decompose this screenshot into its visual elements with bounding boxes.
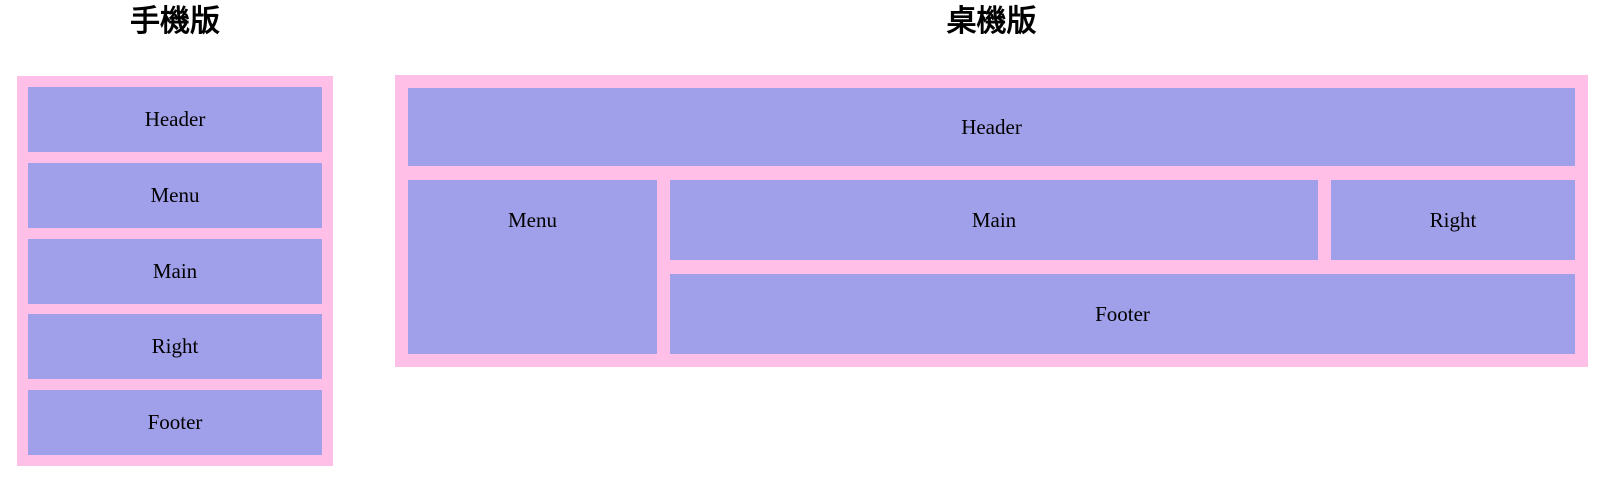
mobile-layout-container: Header Menu Main Right Footer — [17, 76, 333, 466]
mobile-header-box: Header — [28, 87, 322, 152]
mobile-right-box: Right — [28, 314, 322, 380]
desktop-section-title: 桌機版 — [946, 5, 1037, 38]
mobile-footer-box: Footer — [28, 390, 322, 455]
mobile-menu-box: Menu — [28, 162, 322, 228]
desktop-header-box: Header — [408, 88, 1575, 166]
desktop-right-box: Right — [1331, 180, 1575, 260]
desktop-main-box: Main — [670, 180, 1318, 260]
mobile-main-box: Main — [28, 238, 322, 304]
desktop-layout-container: Header Menu Main Right Footer — [395, 75, 1588, 367]
mobile-section-title: 手機版 — [130, 5, 220, 38]
desktop-footer-box: Footer — [670, 274, 1575, 354]
desktop-menu-box: Menu — [408, 180, 657, 354]
